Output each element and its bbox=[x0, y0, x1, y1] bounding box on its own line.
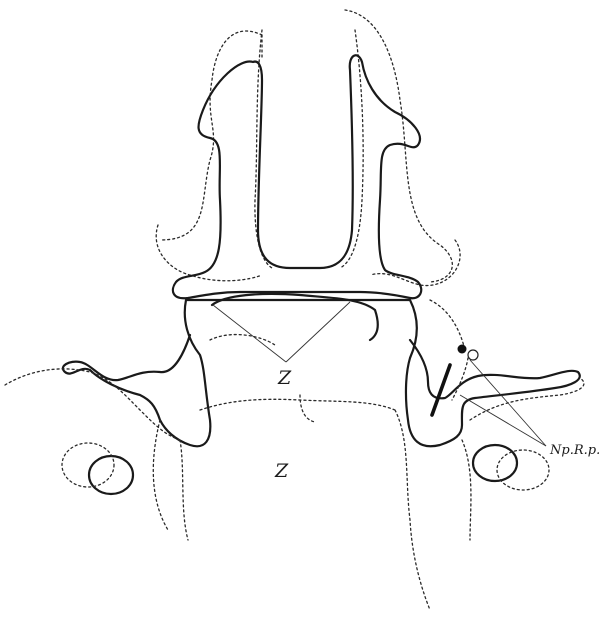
nerve-root-ganglion bbox=[468, 350, 478, 360]
z-leader-left bbox=[213, 305, 286, 362]
nerve-root-bar bbox=[432, 365, 450, 415]
np-leader-lower bbox=[460, 395, 546, 446]
right-cell-solid bbox=[473, 445, 517, 481]
left-cell-dotted bbox=[62, 443, 114, 487]
inner-dotted-contour bbox=[255, 30, 363, 268]
nerve-root-dotted-strand bbox=[452, 358, 468, 400]
label-z-upper: Z bbox=[277, 367, 292, 389]
np-leader-upper bbox=[470, 360, 546, 446]
right-cell-dotted bbox=[497, 450, 549, 490]
main-body-outline bbox=[63, 300, 580, 446]
upper-tube-outline bbox=[173, 55, 421, 298]
z-leader-right bbox=[286, 302, 350, 362]
nerve-root-dot bbox=[458, 345, 467, 354]
lower-body-dotted-outline bbox=[5, 300, 584, 610]
label-np-rp: Np.R.p. bbox=[549, 443, 600, 458]
label-z-lower: Z bbox=[274, 460, 289, 482]
